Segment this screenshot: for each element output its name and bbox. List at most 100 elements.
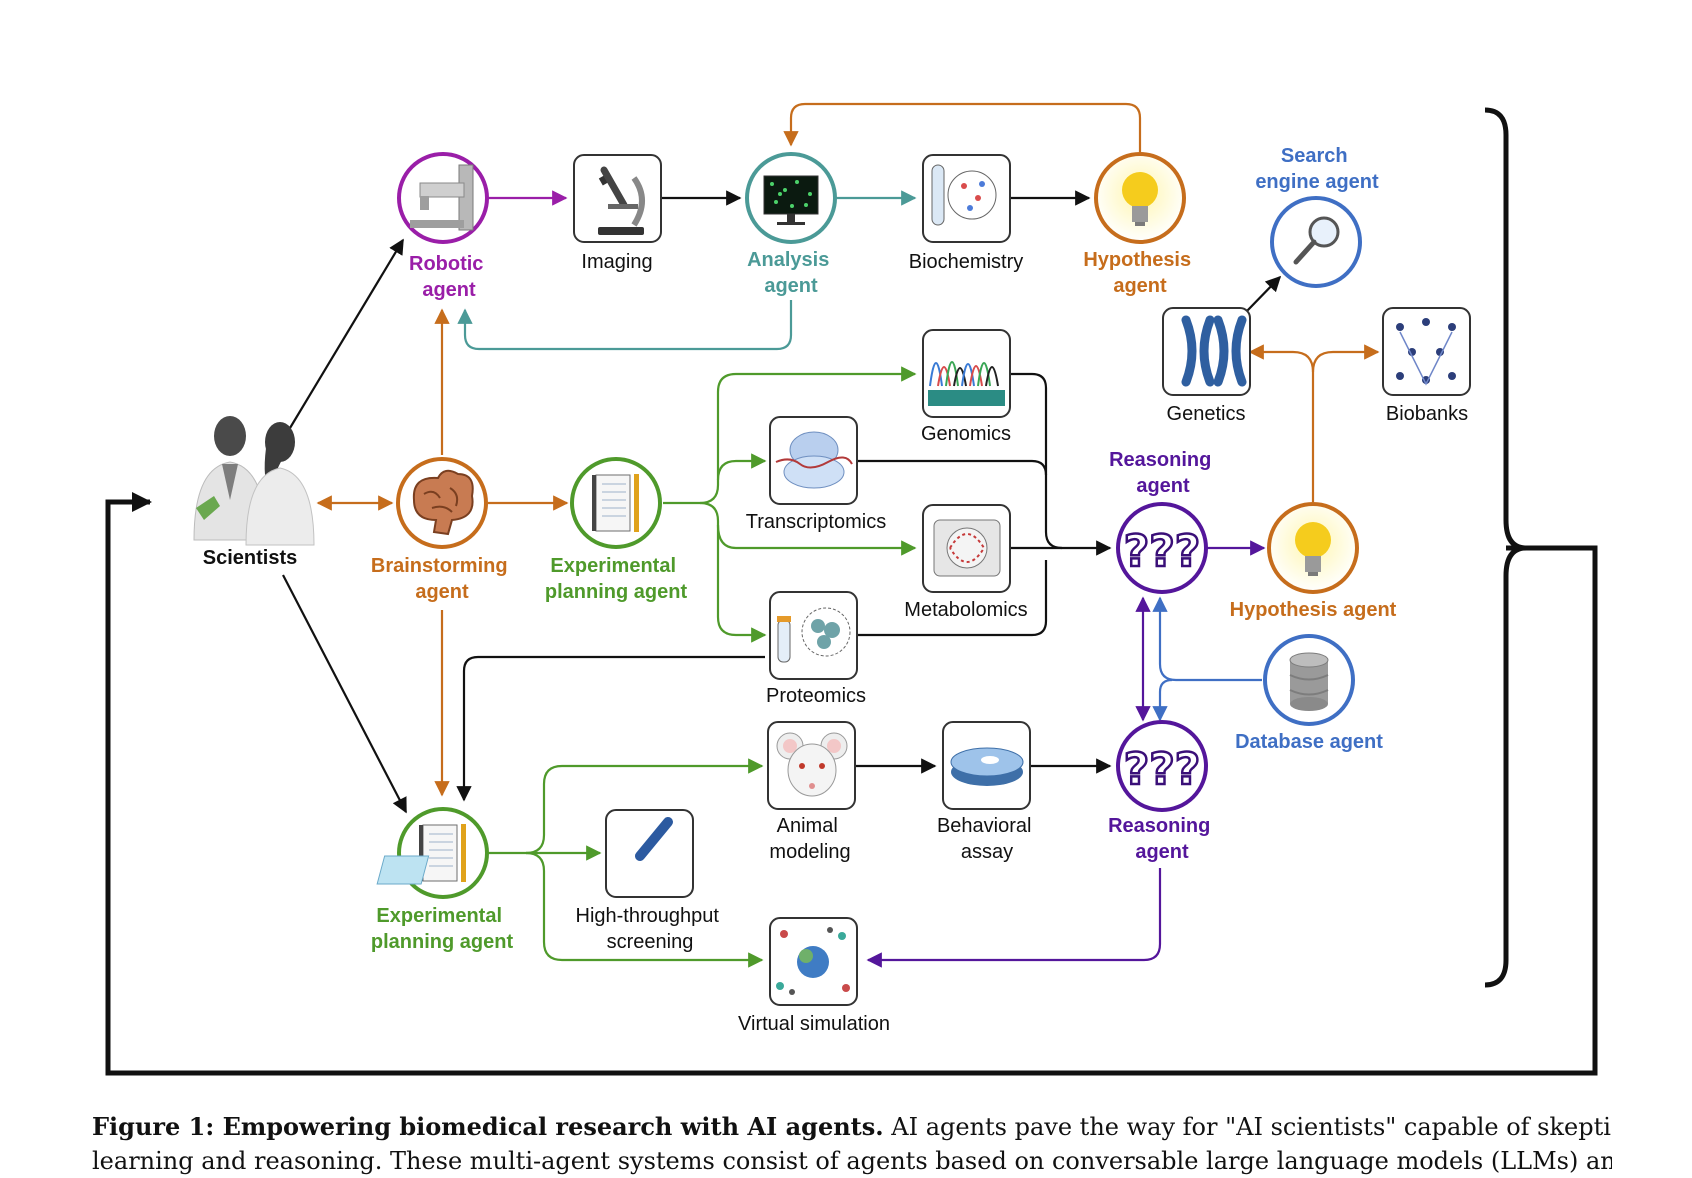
connectors [105, 102, 1598, 1076]
svg-text:Brainstorming agent: Brainstorming agent [371, 555, 513, 603]
behavioral-assay-node [942, 721, 1031, 810]
analysis-agent-label-2: agent [764, 275, 818, 297]
hts-label-1: High-throughput [576, 905, 720, 927]
arrow-analysis-robotic [457, 300, 793, 351]
right-brace [1484, 107, 1527, 988]
hypothesis-agent-mid-node [1267, 502, 1359, 594]
molecule-simulation-icon [776, 927, 850, 995]
robotic-arm-icon [410, 164, 474, 231]
chromosome-icon [1181, 315, 1247, 387]
animal-label-1: Animal [777, 815, 838, 837]
virtual-simulation-label: Virtual simulation [738, 1013, 890, 1035]
exp-planning-bottom-label-1: Experimental [376, 905, 502, 927]
transcriptomics-label: Transcriptomics [746, 511, 886, 533]
ribosome-icon [775, 431, 853, 489]
mouse-icon [776, 732, 848, 797]
arrow-reasoning-virtual [866, 868, 1162, 968]
scientists-label: Scientists [203, 547, 297, 569]
brainstorming-label-1: Brainstorming [371, 555, 508, 577]
svg-text:Analysis agent: Analysis agent [747, 249, 835, 297]
animal-modeling-node [767, 721, 856, 810]
database-agent-node [1263, 634, 1355, 726]
scientists-icon [193, 416, 315, 546]
hts-label-2: screening [607, 931, 694, 953]
behavioral-label-2: assay [961, 841, 1013, 863]
analysis-agent-label-1: Analysis [747, 249, 829, 271]
hypothesis-to-genetics-biobanks [1248, 344, 1315, 502]
hypothesis-top-label-1: Hypothesis [1083, 249, 1191, 271]
arrow-proteomics-planning [456, 655, 765, 802]
reasoning-agent-top-node: ??? [1116, 502, 1208, 594]
hypothesis-top-label-2: agent [1113, 275, 1167, 297]
lightbulb-icon [1122, 172, 1158, 226]
exp-planning-top-label-1: Experimental [550, 555, 676, 577]
reasoning-top-label-1: Reasoning [1109, 449, 1211, 471]
database-links [1152, 596, 1262, 682]
magnifier-icon [1293, 216, 1340, 265]
svg-text:Experimental planning agen: Experimental planning agent [371, 905, 514, 953]
svg-text:Hypothesis agent: Hypothesis agent [1083, 249, 1196, 297]
svg-text:Animal modeling: Animal modeling [769, 815, 850, 863]
experimental-planning-top-node [570, 457, 662, 549]
metabolomics-label: Metabolomics [904, 599, 1027, 621]
robotic-agent-node [397, 152, 489, 244]
brain-icon [412, 469, 474, 536]
svg-text:High-throughput screening: High-throughput screening [576, 905, 725, 953]
svg-text:Reasoning agent: Reasoning agent [1109, 449, 1217, 497]
genomics-node [922, 329, 1011, 418]
biochemistry-node [922, 154, 1011, 243]
mass-spec-icon [933, 519, 1001, 577]
brainstorming-agent-node [396, 457, 488, 549]
arrow-scientists-planning [282, 574, 407, 814]
biochemistry-label: Biochemistry [909, 251, 1023, 273]
proteomics-node [769, 591, 858, 680]
exp-planning-bottom-label-2: planning agent [371, 931, 514, 953]
svg-text:Experimental planning agen: Experimental planning agent [545, 555, 688, 603]
notebook-icon [592, 474, 639, 532]
feedback-loop-line [105, 492, 1598, 1076]
water-maze-icon [950, 747, 1024, 786]
search-agent-label-2: engine agent [1255, 171, 1379, 193]
sequencing-peaks-icon [929, 361, 999, 387]
brainstorming-label-2: agent [415, 581, 469, 603]
high-throughput-node [376, 809, 694, 898]
caption-label: Figure 1: Empowering biomedical research… [92, 1112, 884, 1141]
hypothesis-agent-top-node [1094, 152, 1186, 244]
proteomics-label: Proteomics [766, 685, 866, 707]
metabolomics-node [922, 504, 1011, 593]
arrow-scientists-robotic [289, 238, 404, 429]
reasoning-top-label-2: agent [1136, 475, 1190, 497]
animal-label-2: modeling [769, 841, 850, 863]
database-icon [1289, 652, 1329, 711]
reasoning-agent-bottom-node: ??? [1116, 720, 1208, 812]
transcriptomics-node [769, 416, 858, 505]
behavioral-label-1: Behavioral [937, 815, 1032, 837]
protein-tube-icon [777, 607, 851, 663]
pipette-icon [376, 817, 673, 885]
people-network-icon [1396, 318, 1456, 386]
genomics-label: Genomics [921, 423, 1011, 445]
robotic-agent-label-2: agent [422, 279, 476, 301]
virtual-simulation-node [769, 917, 858, 1006]
caption-line-2: learning and reasoning. These multi-agen… [92, 1147, 1612, 1175]
search-agent-label-1: Search [1281, 145, 1348, 167]
monitor-icon [763, 175, 819, 225]
genetics-node [1162, 307, 1251, 396]
imaging-label: Imaging [581, 251, 652, 273]
arrow-hypothesis-analysis [783, 102, 1142, 152]
test-tube-icon [931, 164, 997, 226]
hypothesis-mid-label: Hypothesis agent [1230, 599, 1397, 621]
arrow-genetics-search [1245, 275, 1282, 313]
imaging-node [573, 154, 662, 243]
exp-planning-top-label-2: planning agent [545, 581, 688, 603]
reasoning-bottom-label-2: agent [1135, 841, 1189, 863]
notebook-icon [419, 824, 466, 882]
svg-text:Robotic agent: Robotic agent [409, 253, 489, 301]
green-fan-top [663, 366, 917, 505]
microscope-icon [598, 166, 645, 235]
biobanks-label: Biobanks [1386, 403, 1468, 425]
question-marks-icon: ??? [1124, 526, 1201, 577]
caption-text-1: AI agents pave the way for "AI scientist… [883, 1113, 1612, 1141]
search-engine-agent-node [1270, 196, 1362, 288]
biobanks-node [1382, 307, 1471, 396]
